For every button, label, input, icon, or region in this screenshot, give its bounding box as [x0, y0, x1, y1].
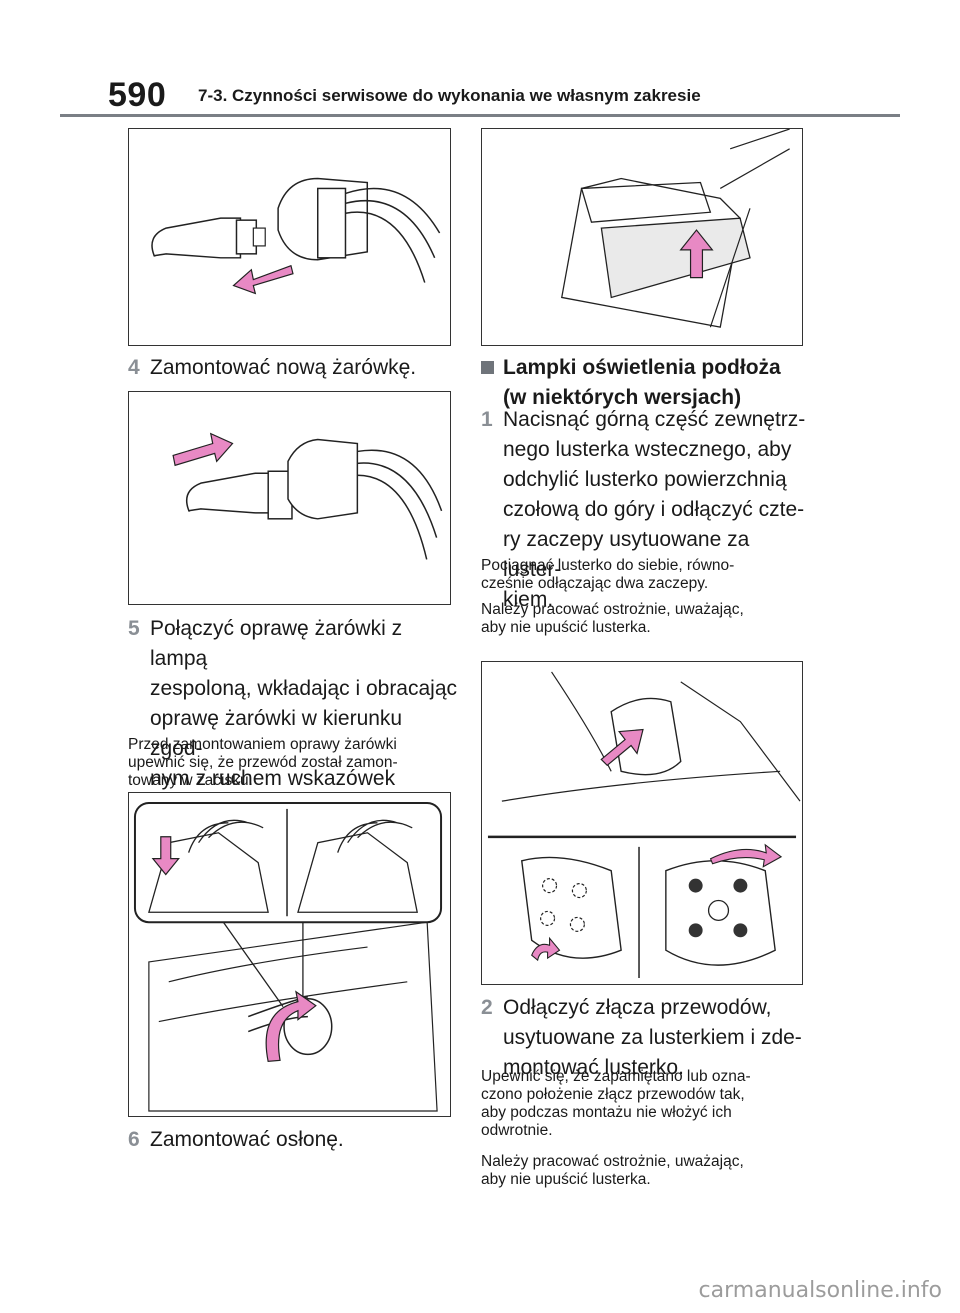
figure-mirror-tilt	[481, 128, 803, 346]
step-2: 2 Odłączyć złącza przewodów, usytuowane …	[481, 993, 811, 1083]
step-number: 6	[128, 1128, 140, 1151]
step-text-line: czołową do góry i odłączyć czte-	[503, 498, 805, 521]
step-number: 2	[481, 996, 493, 1019]
step-text-line: ry zaczepy usytuowane za luster-	[503, 528, 750, 581]
step-1: 1 Nacisnąć górną część zewnętrz- nego lu…	[481, 405, 811, 615]
step-text-line: usytuowane za lusterkiem i zde-	[503, 1026, 802, 1049]
note-line: Przed zamontowaniem oprawy żarówki	[128, 736, 397, 753]
note-line: cześnie odłączając dwa zaczepy.	[481, 575, 709, 592]
step-number: 4	[128, 356, 140, 379]
note-line: aby podczas montażu nie włożyć ich	[481, 1104, 732, 1121]
section-heading-ground-lights: Lampki oświetlenia podłoża (w niektórych…	[481, 353, 811, 413]
figure-bulb-socket-rotate	[128, 792, 451, 1117]
note-line: Upewnić się, że zapamiętano lub ozna-	[481, 1068, 751, 1085]
note-step-2a: Upewnić się, że zapamiętano lub ozna- cz…	[481, 1068, 811, 1140]
section-square-icon	[481, 361, 494, 374]
step-text-line: kiem.	[503, 588, 554, 611]
step-4: 4 Zamontować nową żarówkę.	[128, 353, 458, 383]
step-text-line: montować lusterko.	[503, 1056, 684, 1079]
watermark: carmanualsonline.info	[698, 1278, 942, 1303]
page-number: 590	[108, 76, 167, 114]
note-line: upewnić się, że przewód został zamon-	[128, 754, 398, 771]
step-text-line: odchylić lusterko powierzchnią	[503, 468, 787, 491]
note-step-2b: Należy pracować ostrożnie, uważając, aby…	[481, 1153, 811, 1189]
step-text-line: zespoloną, wkładając i obracając	[150, 677, 458, 700]
note-line: czono położenie złącz przewodów tak,	[481, 1086, 745, 1103]
note-step-1a: Pociągnąć lusterko do siebie, równo- cze…	[481, 557, 811, 593]
note-line: aby nie upuścić lusterka.	[481, 619, 651, 636]
figure-bulb-removal	[128, 128, 451, 346]
step-6: 6 Zamontować osłonę.	[128, 1125, 458, 1155]
note-line: Należy pracować ostrożnie, uważając,	[481, 1153, 744, 1170]
step-number: 1	[481, 408, 493, 431]
step-text-line: Odłączyć złącza przewodów,	[503, 996, 772, 1019]
note-step-1b: Należy pracować ostrożnie, uważając, aby…	[481, 601, 811, 637]
chapter-title: 7-3. Czynności serwisowe do wykonania we…	[198, 86, 701, 105]
section-line: Lampki oświetlenia podłoża	[503, 356, 781, 379]
step-text-line: oprawę żarówki w kierunku zgod-	[150, 707, 403, 760]
step-text: Zamontować nową żarówkę.	[150, 356, 417, 379]
step-text-line: Nacisnąć górną część zewnętrz-	[503, 408, 806, 431]
note-line: odwrotnie.	[481, 1122, 553, 1139]
note-line: Należy pracować ostrożnie, uważając,	[481, 601, 744, 618]
note-line: towany w zacisku.	[128, 772, 253, 789]
step-number: 5	[128, 617, 140, 640]
header-divider	[60, 114, 900, 117]
note-line: aby nie upuścić lusterka.	[481, 1171, 651, 1188]
figure-mirror-connectors	[481, 661, 803, 985]
section-line: (w niektórych wersjach)	[503, 386, 742, 409]
note-line: Pociągnąć lusterko do siebie, równo-	[481, 557, 735, 574]
step-text-line: nego lusterka wstecznego, aby	[503, 438, 792, 461]
figure-bulb-install	[128, 391, 451, 605]
note-step-5: Przed zamontowaniem oprawy żarówki upewn…	[128, 736, 458, 790]
step-text: Zamontować osłonę.	[150, 1128, 344, 1151]
step-text-line: Połączyć oprawę żarówki z lampą	[150, 617, 403, 670]
